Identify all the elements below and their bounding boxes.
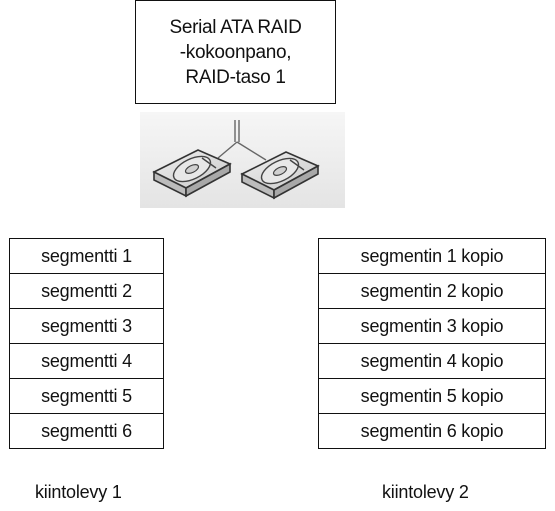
title-line-1: Serial ATA RAID	[169, 16, 302, 38]
disk1-caption: kiintolevy 1	[35, 482, 122, 502]
disk2-segment-copy: segmentin 2 kopio	[319, 274, 545, 309]
disk2-segment-copy: segmentin 6 kopio	[360, 420, 504, 441]
disk2-caption: kiintolevy 2	[382, 482, 469, 502]
disk2-segment-copy: segmentin 4 kopio	[319, 344, 545, 379]
disk1-segment-table: segmentti 1 segmentti 2 segmentti 3 segm…	[9, 238, 164, 449]
hard-drive-icon	[240, 151, 320, 200]
disk2-segment-copy: segmentin 1 kopio	[319, 239, 545, 274]
disk1-segment: segmentti 4	[10, 344, 163, 379]
disk1-segment: segmentti 3	[10, 309, 163, 344]
hard-drive-icon	[152, 149, 232, 198]
disk1-segment: segmentti 6	[41, 420, 132, 441]
disk1-segment: segmentti 2	[10, 274, 163, 309]
disk2-segment-copy: segmentin 3 kopio	[319, 309, 545, 344]
title-line-3: RAID-taso 1	[185, 66, 286, 88]
raid-config-title-box: Serial ATA RAID -kokoonpano, RAID-taso 1	[135, 0, 336, 104]
disk2-segment-copy: segmentin 5 kopio	[319, 379, 545, 414]
title-line-2: -kokoonpano,	[179, 41, 292, 63]
disk1-segment: segmentti 1	[10, 239, 163, 274]
disk2-segment-table: segmentin 1 kopio segmentin 2 kopio segm…	[318, 238, 546, 449]
connector-lines	[217, 120, 267, 161]
disk1-segment: segmentti 5	[10, 379, 163, 414]
disk-illustration	[140, 112, 345, 208]
